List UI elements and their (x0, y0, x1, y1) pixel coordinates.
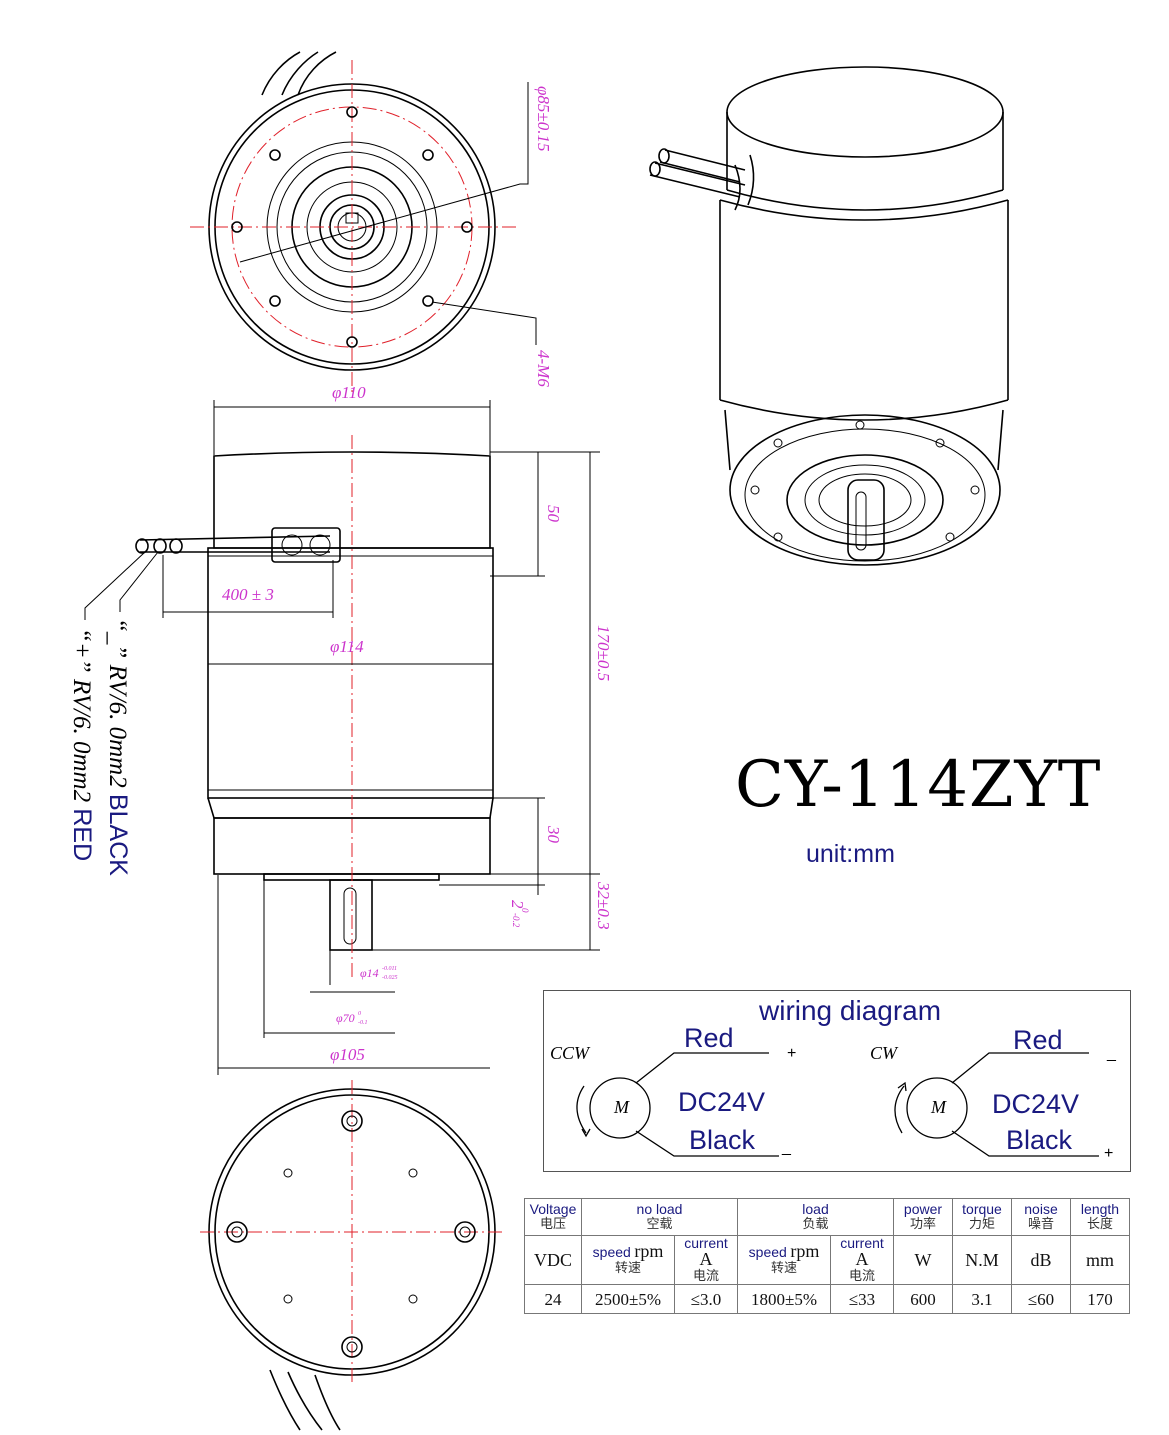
ccw-motor: M (614, 1097, 629, 1117)
pos-color: RED (68, 808, 96, 862)
u-torque: N.M (952, 1235, 1012, 1285)
h-noise-en: noise (1024, 1201, 1058, 1217)
dim-shaft-dia: φ14 (360, 966, 379, 980)
h-power-en: power (903, 1201, 943, 1217)
v-torque: 3.1 (952, 1284, 1012, 1314)
u-l-current-unit: A (855, 1249, 869, 1269)
dim-50: 50 (544, 505, 563, 523)
neg-color: BLACK (104, 793, 132, 876)
dim-step: 2 (508, 900, 527, 909)
dim-110: φ110 (332, 383, 366, 402)
h-noise-cn: 噪音 (1027, 1217, 1054, 1232)
cw-black: Black (1006, 1125, 1073, 1155)
dim-cable: 400 ± 3 (222, 585, 274, 604)
wire-label-negative: “_” RV/6. 0mm2 BLACK (103, 618, 132, 876)
u-l-current-en: current (840, 1235, 884, 1251)
cw-label: CW (870, 1043, 897, 1063)
cw-motor: M (931, 1097, 946, 1117)
v-power: 600 (893, 1284, 953, 1314)
rear-end-view (200, 1080, 505, 1431)
u-l-speed-en: speed (748, 1244, 787, 1260)
h-length-cn: 长度 (1086, 1217, 1113, 1232)
isometric-view (649, 66, 1009, 566)
u-nl-speed-unit: rpm (634, 1241, 664, 1261)
h-power-cn: 功率 (909, 1217, 936, 1232)
v-nl-current: ≤3.0 (674, 1284, 738, 1314)
dim-holes: 4-M6 (534, 350, 553, 387)
side-view (84, 400, 600, 1075)
pos-spec: RV/6. 0mm2 (68, 678, 95, 803)
u-l-speed-unit: rpm (790, 1241, 820, 1261)
pos-symbol: “+” (68, 628, 95, 673)
ccw-black: Black (689, 1125, 756, 1155)
dim-30: 30 (544, 825, 563, 844)
v-noise: ≤60 (1011, 1284, 1071, 1314)
v-length: 170 (1070, 1284, 1130, 1314)
h-noload-en: no load (636, 1201, 683, 1217)
dim-shaft-dia-tol-lower: -0.025 (382, 975, 398, 981)
u-l-speed-cn: 转速 (770, 1261, 797, 1276)
dim-total: 170±0.5 (594, 625, 613, 681)
neg-symbol: “_” (104, 618, 131, 659)
u-nl-current-cn: 电流 (692, 1269, 719, 1284)
cw-red: Red (1013, 1025, 1063, 1055)
u-nl-speed-cn: 转速 (614, 1261, 641, 1276)
dim-step-tol-upper: 0 (520, 908, 530, 913)
ccw-bottom-sign: _ (782, 1139, 791, 1156)
unit-label: unit:mm (806, 840, 895, 868)
u-nl-current-en: current (684, 1235, 728, 1251)
h-load-en: load (802, 1201, 829, 1217)
dim-105: φ105 (330, 1045, 365, 1064)
wiring-diagram: wiring diagram CCW M Red + DC24V Black _… (543, 990, 1131, 1172)
dim-114: φ114 (330, 637, 364, 656)
h-load-cn: 负载 (802, 1217, 829, 1232)
dim-pilot-tol-upper: 0 (358, 1011, 361, 1017)
u-noise: dB (1011, 1235, 1071, 1285)
cw-bottom-sign: + (1104, 1145, 1114, 1162)
h-voltage-en: Voltage (529, 1201, 577, 1217)
dim-shaft-dia-tol-upper: -0.011 (382, 966, 397, 972)
h-voltage-cn: 电压 (539, 1217, 566, 1232)
h-noload-cn: 空载 (646, 1217, 673, 1232)
h-length-en: length (1080, 1201, 1120, 1217)
neg-spec: RV/6. 0mm2 (104, 664, 131, 788)
model-title: CY-114ZYT (735, 748, 1102, 822)
h-torque-en: torque (962, 1201, 1002, 1217)
wiring-title: wiring diagram (759, 995, 942, 1026)
cw-voltage: DC24V (992, 1089, 1080, 1119)
wiring-lines (576, 1052, 1099, 1157)
u-l-current-cn: 电流 (848, 1269, 875, 1284)
dim-pilot: φ70 (336, 1011, 355, 1025)
u-power: W (893, 1235, 953, 1285)
u-nl-speed-en: speed (592, 1244, 631, 1260)
ccw-label: CCW (550, 1043, 590, 1063)
dim-pcd: φ85±0.15 (534, 86, 553, 152)
spec-value-row: 24 2500±5% ≤3.0 1800±5% ≤33 600 3.1 ≤60 … (524, 1284, 1130, 1314)
u-voltage: VDC (524, 1235, 582, 1285)
front-end-view (190, 51, 537, 395)
v-l-current: ≤33 (830, 1284, 894, 1314)
wire-label-positive: “+” RV/6. 0mm2 RED (67, 628, 96, 861)
ccw-voltage: DC24V (678, 1087, 766, 1117)
h-torque-cn: 力矩 (968, 1217, 995, 1232)
cw-top-sign: _ (1107, 1045, 1116, 1062)
u-length: mm (1070, 1235, 1130, 1285)
u-nl-current-unit: A (699, 1249, 713, 1269)
ccw-top-sign: + (787, 1045, 797, 1062)
v-l-speed: 1800±5% (737, 1284, 831, 1314)
dim-shaft-len: 32±0.3 (594, 881, 613, 930)
v-nl-speed: 2500±5% (581, 1284, 675, 1314)
dim-step-tol-lower: -0.2 (511, 913, 521, 928)
v-voltage: 24 (524, 1284, 582, 1314)
ccw-red: Red (684, 1023, 734, 1053)
dim-pilot-tol-lower: -0.1 (358, 1020, 368, 1026)
